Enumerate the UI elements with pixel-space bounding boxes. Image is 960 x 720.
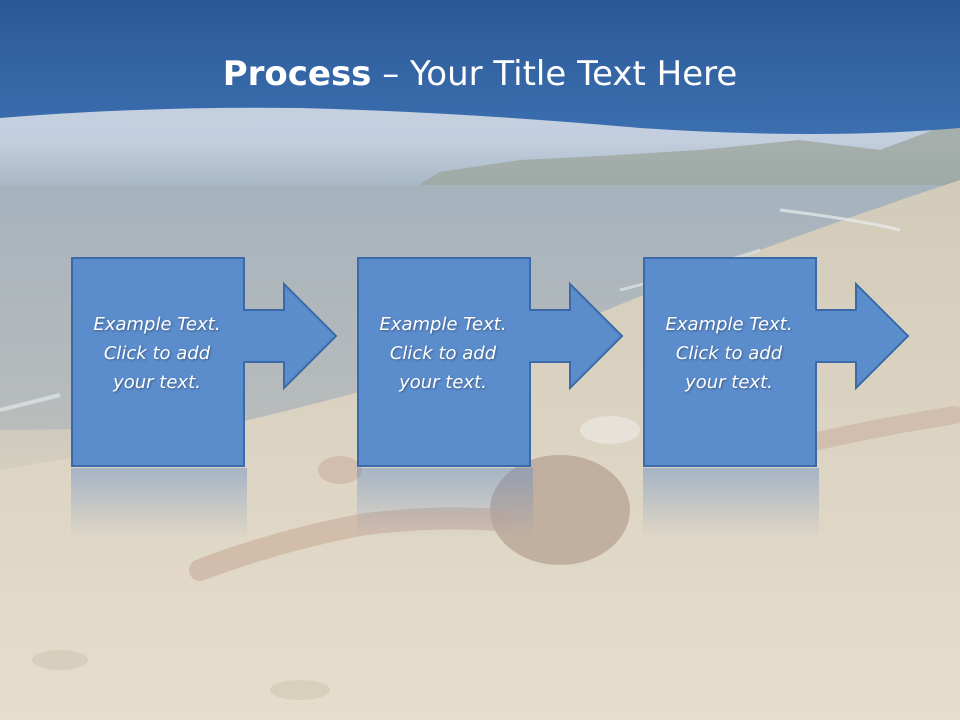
arrow-box-shape	[357, 257, 624, 467]
step-3-reflection	[643, 468, 819, 538]
title-rest: – Your Title Text Here	[371, 54, 738, 94]
step-1-reflection	[71, 468, 247, 538]
process-step-1[interactable]: Example Text. Click to add your text.	[70, 256, 350, 468]
header-band	[0, 0, 960, 134]
arrow-box-shape	[71, 257, 338, 467]
step-2-text[interactable]: Example Text. Click to add your text.	[379, 314, 507, 393]
step-3-text[interactable]: Example Text. Click to add your text.	[665, 314, 793, 393]
process-step-2[interactable]: Example Text. Click to add your text.	[356, 256, 636, 468]
arrow-box-shape	[643, 257, 910, 467]
step-1-text[interactable]: Example Text. Click to add your text.	[93, 314, 221, 393]
step-2-reflection	[357, 468, 533, 538]
slide-title[interactable]: Process – Your Title Text Here	[0, 52, 960, 96]
title-bold: Process	[222, 54, 372, 94]
process-step-3[interactable]: Example Text. Click to add your text.	[642, 256, 922, 468]
